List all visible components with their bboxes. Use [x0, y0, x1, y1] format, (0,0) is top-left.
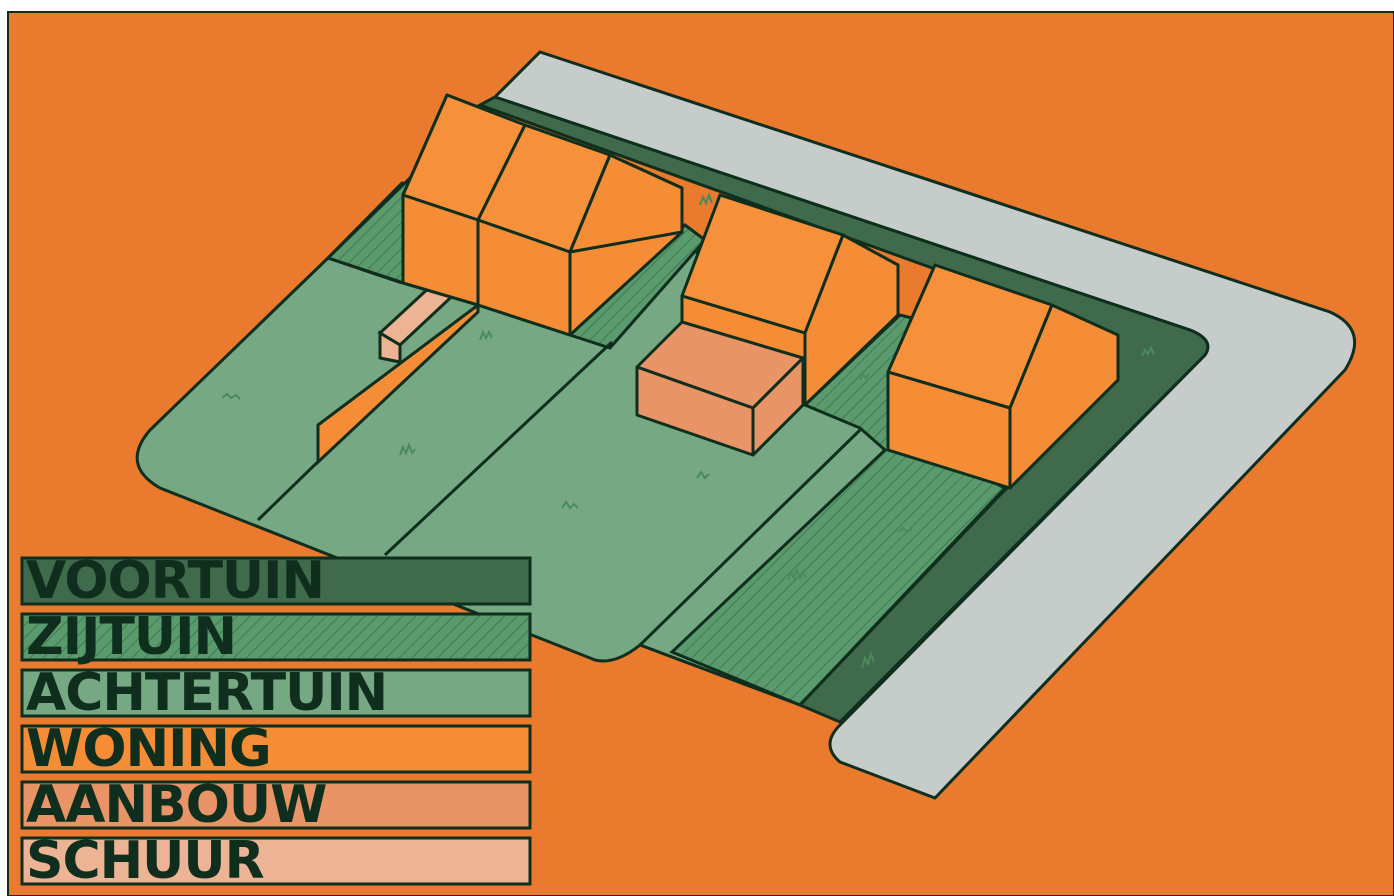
legend-label-zijtuin: ZIJTUIN — [26, 611, 236, 663]
legend-label-voortuin: VOORTUIN — [26, 555, 324, 607]
legend-label-aanbouw: AANBOUW — [26, 779, 326, 831]
legend-label-achtertuin: ACHTERTUIN — [26, 667, 387, 719]
legend-label-woning: WONING — [26, 723, 271, 775]
legend-label-schuur: SCHUUR — [26, 835, 264, 887]
